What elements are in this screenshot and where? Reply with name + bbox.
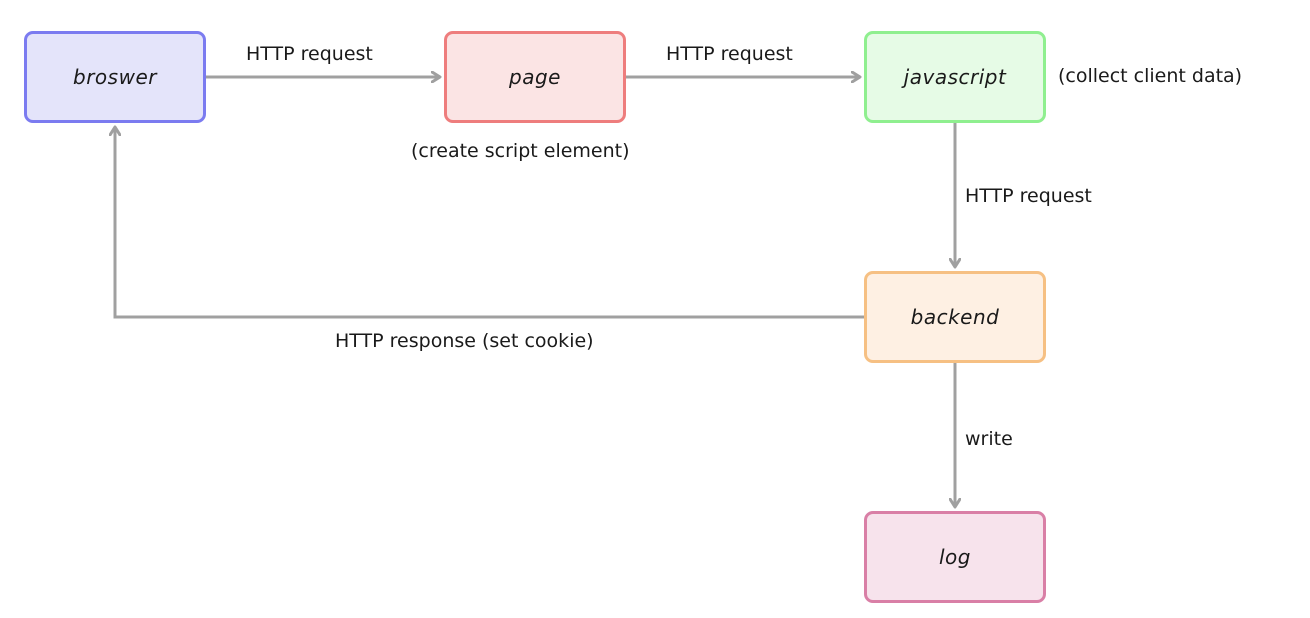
page-note: (create script element) [411, 140, 630, 162]
edge-label-browser-to-page: HTTP request [246, 43, 373, 65]
browser-node: broswer [24, 31, 206, 123]
edge-label-javascript-to-backend: HTTP request [965, 185, 1092, 207]
backend-node: backend [864, 271, 1046, 363]
edge-label-backend-to-browser: HTTP response (set cookie) [335, 330, 594, 352]
log-node: log [864, 511, 1046, 603]
edge-label-page-to-javascript: HTTP request [666, 43, 793, 65]
javascript-note: (collect client data) [1058, 65, 1243, 87]
javascript-node: javascript [864, 31, 1046, 123]
page-node: page [444, 31, 626, 123]
edge-backend-to-browser [115, 127, 864, 319]
edge-label-backend-to-log: write [965, 428, 1013, 450]
